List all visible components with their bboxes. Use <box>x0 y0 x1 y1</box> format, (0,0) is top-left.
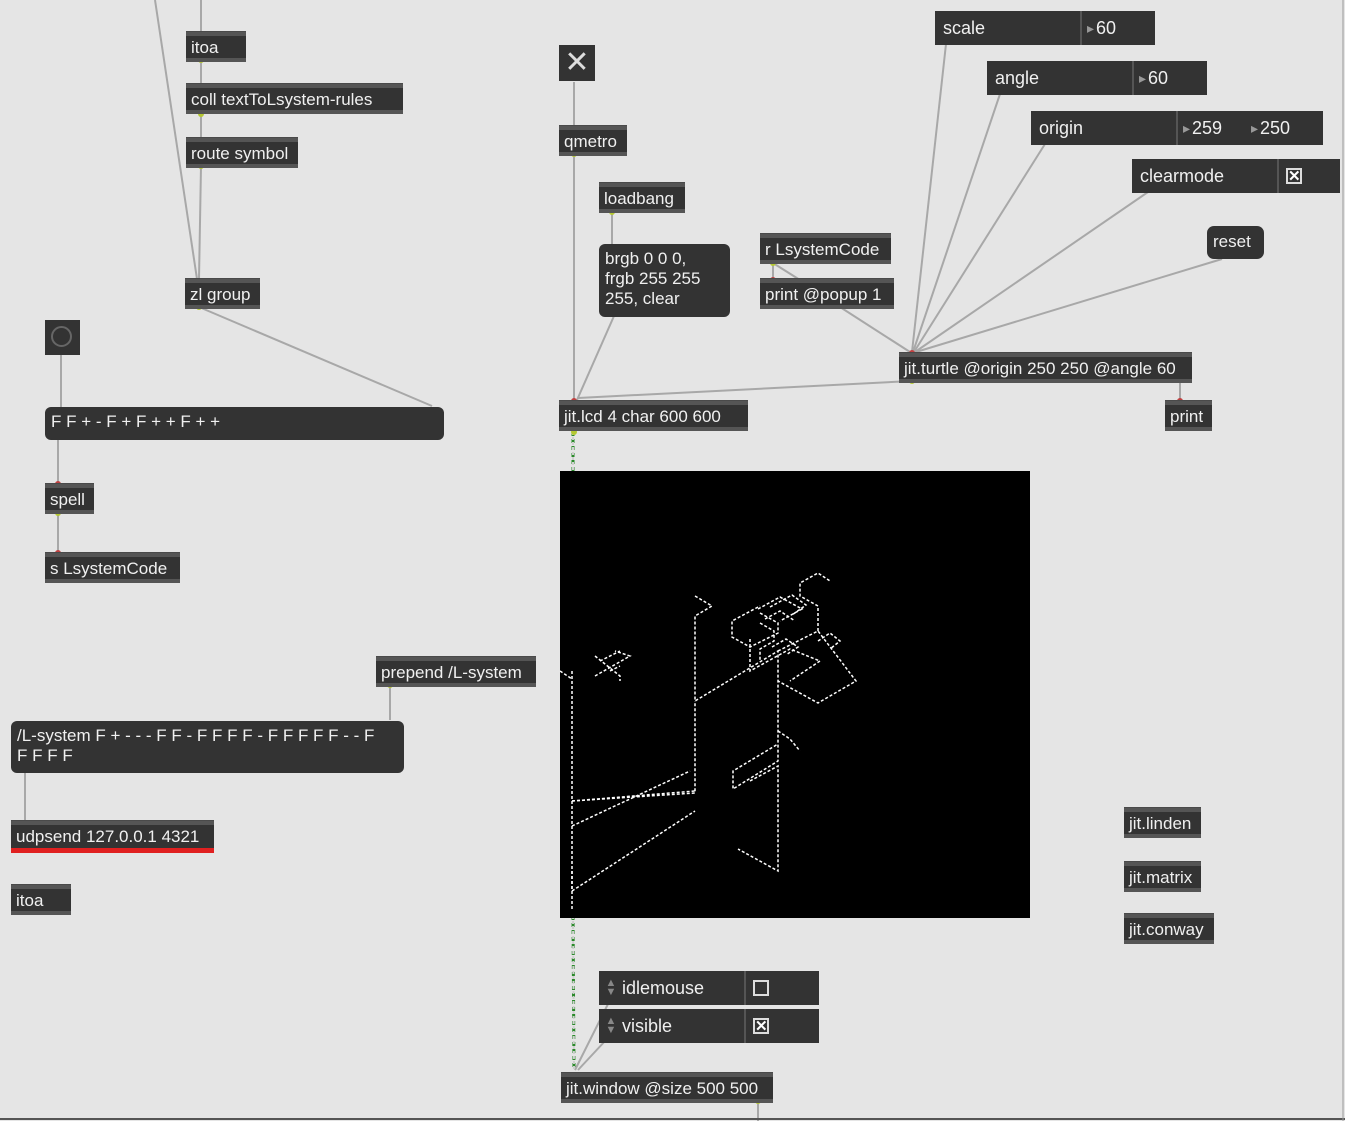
jit-linden-object[interactable]: jit.linden <box>1124 807 1201 838</box>
divider <box>744 1009 746 1043</box>
print-popup-object[interactable]: print @popup 1 <box>760 278 894 309</box>
object-label: qmetro <box>564 132 617 151</box>
object-label: print <box>1170 407 1204 426</box>
object-label: spell <box>50 490 85 509</box>
message-text: reset <box>1213 232 1251 251</box>
jit-matrix-object[interactable]: jit.matrix <box>1124 861 1201 892</box>
updown-arrow-icon: ▲▼ <box>605 977 617 998</box>
clearmode-attribute[interactable]: clearmode ✕ <box>1132 159 1340 193</box>
itoa-object-bottom[interactable]: itoa <box>11 884 71 915</box>
object-label: print @popup 1 <box>765 285 882 304</box>
object-label: udpsend 127.0.0.1 4321 <box>16 827 200 846</box>
message-text: /L-system F + - - - F F - F F F F - F F … <box>17 726 375 765</box>
object-label: jit.linden <box>1129 814 1192 833</box>
bang-circle-icon <box>51 326 72 347</box>
jit-lcd-object[interactable]: jit.lcd 4 char 600 600 <box>559 400 748 431</box>
visible-checkbox[interactable]: ✕ <box>753 1018 769 1035</box>
route-symbol-object[interactable]: route symbol <box>186 137 298 168</box>
scale-number-box[interactable]: 60 <box>1087 11 1116 45</box>
object-label: s LsystemCode <box>50 559 168 578</box>
message-text: brgb 0 0 0, frgb 255 255 255, clear <box>605 249 701 308</box>
object-label: itoa <box>191 38 219 57</box>
idlemouse-attribute[interactable]: ▲▼ idlemouse <box>599 971 819 1005</box>
jit-conway-object[interactable]: jit.conway <box>1124 913 1214 944</box>
attribute-label: visible <box>622 1015 673 1036</box>
message-text: F F + - F + F + + F + + <box>51 412 221 431</box>
divider <box>1277 159 1279 193</box>
turtle-drawing <box>559 572 858 911</box>
visible-attribute[interactable]: ▲▼ visible ✕ <box>599 1009 819 1043</box>
object-label: r LsystemCode <box>765 240 880 259</box>
close-icon: ✕ <box>564 46 590 79</box>
zl-group-object[interactable]: zl group <box>185 278 260 309</box>
send-lsystemcode-object[interactable]: s LsystemCode <box>45 552 180 583</box>
angle-number-box[interactable]: 60 <box>1139 61 1168 95</box>
scale-attribute[interactable]: scale 60 <box>935 11 1155 45</box>
object-label: prepend /L-system <box>381 663 522 682</box>
lsystem-string-message[interactable]: F F + - F + F + + F + + <box>45 407 444 440</box>
attribute-label: idlemouse <box>622 977 705 998</box>
attribute-label: clearmode <box>1140 165 1225 186</box>
object-label: loadbang <box>604 189 674 208</box>
receive-lsystemcode-object[interactable]: r LsystemCode <box>760 233 891 264</box>
origin-attribute[interactable]: origin 259 250 <box>1031 111 1323 145</box>
attribute-label: origin <box>1039 117 1084 138</box>
object-label: jit.window @size 500 500 <box>566 1079 759 1098</box>
idlemouse-checkbox[interactable] <box>753 980 769 996</box>
prepend-object[interactable]: prepend /L-system <box>376 656 536 687</box>
object-label: coll textToLsystem-rules <box>191 90 373 109</box>
divider <box>1176 111 1178 145</box>
itoa-object-top[interactable]: itoa <box>186 31 246 62</box>
angle-attribute[interactable]: angle 60 <box>987 61 1207 95</box>
brgb-clear-message[interactable]: brgb 0 0 0, frgb 255 255 255, clear <box>599 244 730 317</box>
qmetro-object[interactable]: qmetro <box>559 125 627 156</box>
origin-x-number-box[interactable]: 259 <box>1183 111 1222 145</box>
clearmode-checkbox[interactable]: ✕ <box>1286 168 1302 185</box>
osc-lsystem-message[interactable]: /L-system F + - - - F F - F F F F - F F … <box>11 721 404 773</box>
jit-turtle-object[interactable]: jit.turtle @origin 250 250 @angle 60 <box>899 352 1192 383</box>
object-label: jit.conway <box>1129 920 1204 939</box>
object-label: jit.lcd 4 char 600 600 <box>564 407 721 426</box>
divider <box>1132 61 1134 95</box>
coll-object[interactable]: coll textToLsystem-rules <box>186 83 403 114</box>
attribute-label: scale <box>943 17 986 38</box>
loadbang-object[interactable]: loadbang <box>599 182 685 213</box>
lcd-display[interactable] <box>559 471 1030 918</box>
origin-y-number-box[interactable]: 250 <box>1251 111 1290 145</box>
object-label: itoa <box>16 891 44 910</box>
object-label: zl group <box>190 285 251 304</box>
object-label: jit.matrix <box>1129 868 1193 887</box>
updown-arrow-icon: ▲▼ <box>605 1015 617 1036</box>
spell-object[interactable]: spell <box>45 483 94 514</box>
divider <box>744 971 746 1005</box>
object-label: route symbol <box>191 144 289 163</box>
udpsend-object[interactable]: udpsend 127.0.0.1 4321 <box>11 820 214 853</box>
divider <box>1080 11 1082 45</box>
reset-message[interactable]: reset <box>1207 226 1264 259</box>
bang-button[interactable] <box>45 320 80 355</box>
toggle-metro-button[interactable]: ✕ <box>559 45 595 81</box>
jit-window-object[interactable]: jit.window @size 500 500 <box>561 1072 773 1103</box>
print-object[interactable]: print <box>1165 400 1212 431</box>
attribute-label: angle <box>995 67 1040 88</box>
object-label: jit.turtle @origin 250 250 @angle 60 <box>904 359 1176 378</box>
